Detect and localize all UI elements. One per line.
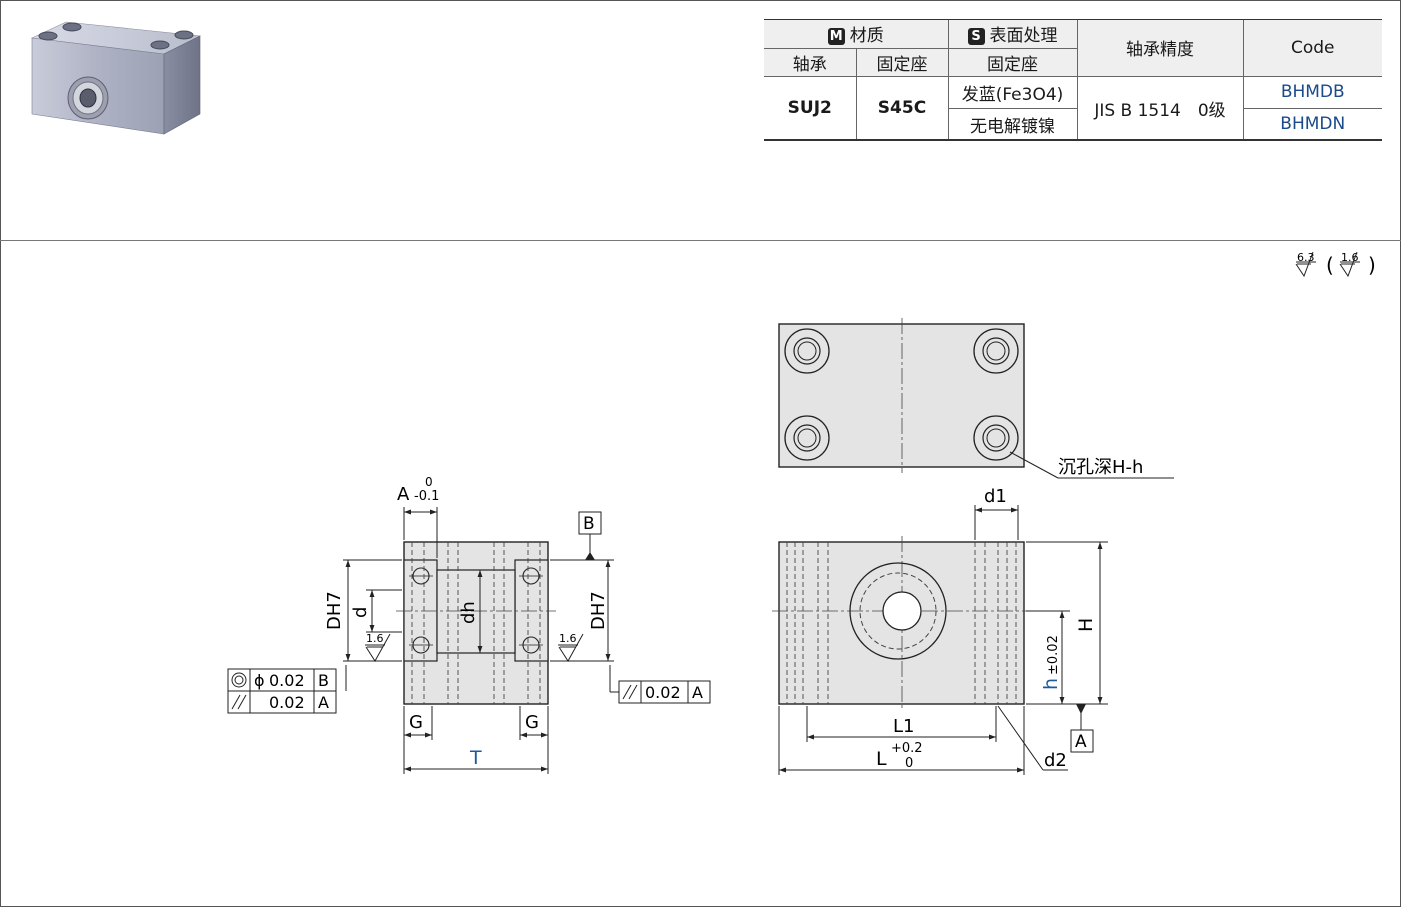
top-view: 沉孔深H-h	[778, 318, 1174, 479]
section-divider	[0, 240, 1401, 241]
a-tol-upper: 0	[425, 475, 433, 489]
front-view: d1 H h ±0.02 A L1 L +0.2 0 d2	[772, 486, 1108, 775]
housing-header-2: 固定座	[948, 48, 1078, 77]
h-big-label: H	[1075, 618, 1097, 632]
housing-header: 固定座	[856, 48, 949, 77]
datum-b-label: B	[583, 514, 595, 534]
bore-roughness-right: 1.6	[559, 632, 577, 645]
g-left-label: G	[409, 712, 423, 733]
table-bottom-rule	[764, 139, 1382, 141]
bearing-material: SUJ2	[764, 76, 857, 141]
h-small-label: h	[1040, 678, 1062, 690]
bore-roughness-left: 1.6	[366, 632, 384, 645]
code-header: Code	[1243, 20, 1382, 77]
t-label: T	[469, 747, 482, 769]
material-header: 材质	[849, 26, 884, 47]
roughness-symbol: 6.3 ( 1.6 )	[1295, 251, 1376, 278]
material-badge: M	[827, 28, 845, 46]
fcf-parallel-left-datum: A	[318, 693, 329, 712]
surface-treatment-1: 发蓝(Fe3O4)	[948, 76, 1078, 109]
d1-label: d1	[984, 486, 1007, 507]
l1-label: L1	[893, 716, 914, 737]
l-label: L	[876, 748, 887, 770]
fcf-parallel-right-value: 0.02	[645, 683, 681, 702]
d-label: d	[350, 607, 371, 618]
fcf-concentricity-value: 0.02	[269, 671, 305, 690]
bearing-header: 轴承	[764, 48, 857, 77]
counterbore-note: 沉孔深H-h	[1058, 457, 1143, 478]
fcf-parallel-right-datum: A	[692, 683, 703, 702]
accuracy-header: 轴承精度	[1077, 20, 1244, 77]
bearing-accuracy: JIS B 1514 0级	[1077, 76, 1244, 141]
dh-label: dh	[458, 601, 479, 624]
svg-text:(: (	[1326, 253, 1334, 277]
datum-a-label: A	[1075, 732, 1087, 752]
code-bhmdn[interactable]: BHMDN	[1243, 108, 1382, 141]
housing-material: S45C	[856, 76, 949, 141]
surface-badge: S	[967, 28, 985, 46]
svg-text:ϕ: ϕ	[254, 671, 265, 690]
l-tol-lower: 0	[905, 756, 913, 771]
svg-text:): )	[1368, 253, 1376, 277]
fcf-parallel-left-value: 0.02	[269, 693, 305, 712]
surface-header: 表面处理	[989, 26, 1058, 47]
l-tol-upper: +0.2	[891, 741, 923, 756]
fcf-concentricity-datum: B	[318, 671, 329, 690]
a-tol-lower: -0.1	[414, 489, 439, 504]
dh7-right-label: DH7	[588, 591, 609, 630]
product-photo	[30, 21, 202, 135]
g-right-label: G	[525, 712, 539, 733]
dh7-left-label: DH7	[324, 591, 345, 630]
d2-label: d2	[1044, 750, 1067, 771]
a-label: A	[397, 484, 410, 505]
surface-treatment-2: 无电解镀镍	[948, 108, 1078, 141]
h-tolerance: ±0.02	[1046, 635, 1061, 675]
code-bhmdb[interactable]: BHMDB	[1243, 76, 1382, 109]
side-view: A 0 -0.1 B DH7 d dh DH7 1.6 1.6	[227, 475, 711, 774]
